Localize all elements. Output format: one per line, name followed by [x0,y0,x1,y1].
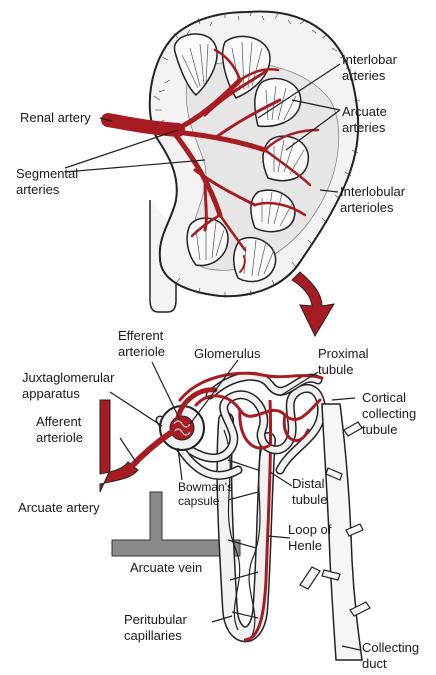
label-proximal-tubule-2: tubule [318,362,353,377]
label-afferent-arteriole-1: Afferent [36,414,81,429]
label-distal-tubule-1: Distal [292,476,325,491]
label-interlobar-arteries-1: Interlobar [342,52,397,67]
label-juxtaglomerular-1: Juxtaglomerular [22,370,115,385]
glomerulus [170,416,194,440]
label-arcuate-vein: Arcuate vein [130,560,202,575]
label-interlobular-arterioles-1: Interlobular [340,184,405,199]
label-segmental-arteries-1: Segmental [16,166,78,181]
label-collecting-duct-2: duct [362,656,387,671]
label-interlobular-arterioles-2: arterioles [340,200,393,215]
label-proximal-tubule-1: Proximal [318,346,369,361]
label-renal-artery: Renal artery [20,110,91,125]
label-bowmans-capsule-1: Bowman's [178,480,233,495]
label-peritubular-capillaries-2: capillaries [124,628,182,643]
arcuate-artery [100,400,138,492]
label-collecting-duct-1: Collecting [362,640,419,655]
label-cortical-collecting-3: tubule [362,422,397,437]
label-peritubular-capillaries-1: Peritubular [124,612,187,627]
zoom-arrow [292,272,334,336]
label-bowmans-capsule-2: capsule [178,494,219,509]
label-cortical-collecting-1: Cortical [362,390,406,405]
label-loop-of-henle-1: Loop of [288,522,331,537]
afferent-arteriole [130,432,172,468]
pyramid [263,136,308,180]
label-loop-of-henle-2: Henle [288,538,322,553]
label-arcuate-arteries-2: arteries [342,120,385,135]
label-distal-tubule-2: tubule [292,492,327,507]
label-arcuate-arteries-1: Arcuate [342,104,387,119]
label-efferent-arteriole-2: arteriole [118,344,165,359]
label-arcuate-artery: Arcuate artery [18,500,100,515]
kidney [65,11,362,312]
label-glomerulus: Glomerulus [194,346,260,361]
label-afferent-arteriole-2: arteriole [36,430,83,445]
label-juxtaglomerular-2: apparatus [22,386,80,401]
label-cortical-collecting-2: collecting [362,406,416,421]
label-efferent-arteriole-1: Efferent [118,328,163,343]
label-segmental-arteries-2: arteries [16,182,59,197]
label-interlobar-arteries-2: arteries [342,68,385,83]
